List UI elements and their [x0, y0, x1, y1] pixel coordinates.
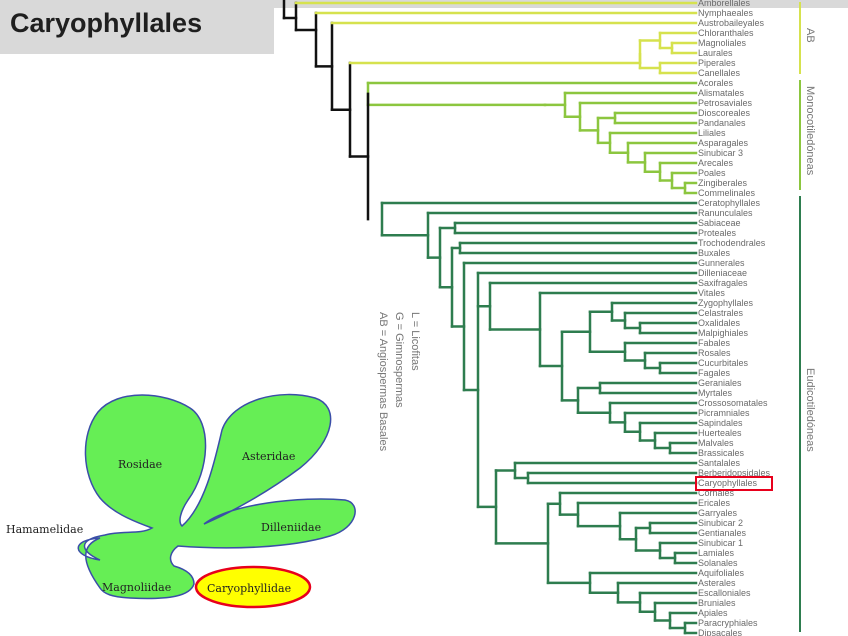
taxon-label: Trochodendrales: [698, 238, 766, 248]
taxon-label: Solanales: [698, 558, 738, 568]
taxon-label: Caryophyllales: [698, 478, 758, 488]
taxon-label: Dilleniaceae: [698, 268, 747, 278]
taxon-label: Magnoliales: [698, 38, 747, 48]
caryophyllidae-label: Caryophyllidae: [207, 582, 291, 595]
taxon-label: Chloranthales: [698, 28, 754, 38]
taxon-label: Apiales: [698, 608, 728, 618]
taxon-label: Ceratophyllales: [698, 198, 761, 208]
taxon-label: Asparagales: [698, 138, 749, 148]
taxon-label: Cucurbitales: [698, 358, 749, 368]
taxon-label: Sabiaceae: [698, 218, 741, 228]
taxon-label: Pandanales: [698, 118, 746, 128]
taxon-label: Huerteales: [698, 428, 742, 438]
taxon-labels: AmborellalesNymphaealesAustrobaileyalesC…: [698, 0, 771, 636]
taxon-label: Canellales: [698, 68, 741, 78]
taxon-label: Cornales: [698, 488, 735, 498]
taxon-label: Liliales: [698, 128, 726, 138]
legend-l: L = Licofitas: [409, 312, 421, 371]
taxon-label: Geraniales: [698, 378, 742, 388]
legend-ab: AB = Angiospermas Basales: [377, 312, 389, 452]
taxon-label: Amborellales: [698, 0, 751, 8]
taxon-label: Commelinales: [698, 188, 756, 198]
taxon-label: Austrobaileyales: [698, 18, 765, 28]
taxon-label: Laurales: [698, 48, 733, 58]
taxon-label: Oxalidales: [698, 318, 741, 328]
taxon-label: Aquifoliales: [698, 568, 745, 578]
taxon-label: Buxales: [698, 248, 731, 258]
taxon-label: Brassicales: [698, 448, 745, 458]
dilleniidae-label: Dilleniidae: [261, 521, 321, 534]
taxon-label: Escalloniales: [698, 588, 751, 598]
taxon-label: Gentianales: [698, 528, 747, 538]
taxon-label: Rosales: [698, 348, 731, 358]
taxon-label: Petrosaviales: [698, 98, 753, 108]
subclass-diagram: Rosidae Asteridae Dilleniidae Hamamelida…: [6, 393, 356, 609]
page-title: Caryophyllales: [10, 8, 203, 38]
taxon-label: Gunnerales: [698, 258, 745, 268]
taxon-label: Ericales: [698, 498, 731, 508]
taxon-label: Malvales: [698, 438, 734, 448]
taxon-label: Dioscoreales: [698, 108, 751, 118]
taxon-label: Asterales: [698, 578, 736, 588]
rosidae-label: Rosidae: [118, 458, 162, 471]
group-label-ab: AB: [804, 28, 816, 43]
taxon-label: Crossosomatales: [698, 398, 768, 408]
tree-branches: [282, 0, 698, 635]
caryophyllidae-ellipse: [194, 565, 312, 609]
taxon-label: Garryales: [698, 508, 738, 518]
title-banner: Caryophyllales: [0, 0, 274, 54]
taxon-label: Sapindales: [698, 418, 743, 428]
taxon-label: Malpighiales: [698, 328, 749, 338]
legend-g: G = Gimnospermas: [393, 312, 405, 408]
green-blob-shape: [77, 393, 356, 600]
taxon-label: Fabales: [698, 338, 731, 348]
taxon-label: Sinubicar 3: [698, 148, 743, 158]
taxon-label: Celastrales: [698, 308, 744, 318]
taxon-label: Myrtales: [698, 388, 733, 398]
taxon-label: Sinubicar 2: [698, 518, 743, 528]
taxon-label: Paracryphiales: [698, 618, 758, 628]
taxon-label: Dipsacales: [698, 628, 743, 636]
taxon-label: Zingiberales: [698, 178, 748, 188]
group-label-monocots: Monocotiledóneas: [804, 86, 816, 176]
taxon-label: Acorales: [698, 78, 734, 88]
taxon-label: Nymphaeales: [698, 8, 754, 18]
magnoliidae-label: Magnoliidae: [102, 581, 171, 594]
taxon-label: Ranunculales: [698, 208, 753, 218]
taxon-label: Santalales: [698, 458, 741, 468]
taxon-label: Poales: [698, 168, 726, 178]
taxon-label: Arecales: [698, 158, 734, 168]
highlight-box: [695, 476, 773, 491]
taxon-label: Piperales: [698, 58, 736, 68]
taxon-label: Zygophyllales: [698, 298, 754, 308]
asteridae-label: Asteridae: [241, 450, 295, 463]
taxon-label: Bruniales: [698, 598, 736, 608]
taxon-label: Lamiales: [698, 548, 735, 558]
taxon-label: Saxifragales: [698, 278, 748, 288]
taxon-label: Picramniales: [698, 408, 750, 418]
hamamelidae-label: Hamamelidae: [6, 523, 83, 536]
taxon-label: Proteales: [698, 228, 737, 238]
taxon-label: Fagales: [698, 368, 731, 378]
taxon-label: Vitales: [698, 288, 725, 298]
taxon-label: Berberidopsidales: [698, 468, 771, 478]
group-label-eudicots: Eudicotiledóneas: [804, 368, 816, 452]
taxon-label: Alismatales: [698, 88, 745, 98]
taxon-label: Sinubicar 1: [698, 538, 743, 548]
